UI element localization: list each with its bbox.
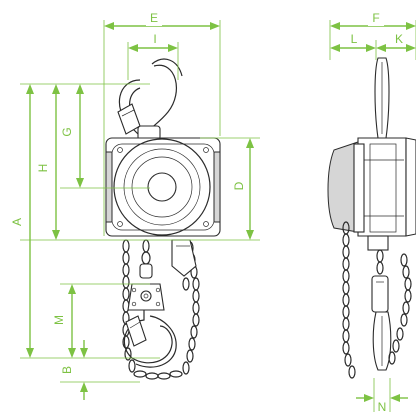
label-A: A bbox=[10, 218, 24, 226]
label-L: L bbox=[351, 32, 358, 46]
extension-lines bbox=[20, 20, 416, 412]
dimension-F: F bbox=[330, 11, 416, 30]
bottom-hook bbox=[123, 310, 177, 368]
label-K: K bbox=[395, 32, 403, 46]
label-E: E bbox=[150, 11, 158, 25]
hoist-body bbox=[105, 137, 221, 237]
dimension-H: H bbox=[36, 84, 60, 240]
dimension-G: G bbox=[60, 84, 84, 188]
dimension-N: N bbox=[356, 394, 408, 412]
load-chain bbox=[122, 239, 200, 380]
bottom-block bbox=[127, 283, 165, 311]
label-H: H bbox=[36, 164, 50, 173]
side-body bbox=[327, 137, 416, 251]
side-hand-chain bbox=[342, 221, 356, 379]
label-G: G bbox=[60, 127, 74, 136]
dimension-A: A bbox=[10, 84, 34, 358]
top-hook bbox=[117, 58, 183, 141]
label-D: D bbox=[232, 181, 246, 190]
dimension-K: K bbox=[376, 32, 416, 52]
dimension-I: I bbox=[128, 32, 178, 52]
side-view bbox=[327, 57, 416, 379]
dimension-D: D bbox=[232, 138, 254, 240]
dimension-E: E bbox=[104, 11, 220, 30]
dimension-B: B bbox=[60, 340, 88, 400]
dimension-M: M bbox=[52, 284, 76, 358]
label-F: F bbox=[372, 11, 379, 25]
label-I: I bbox=[153, 32, 156, 46]
dimension-L: L bbox=[330, 32, 376, 52]
front-view bbox=[105, 58, 221, 380]
center-chain bbox=[139, 239, 153, 279]
label-M: M bbox=[52, 315, 66, 325]
label-B: B bbox=[60, 366, 74, 374]
label-N: N bbox=[378, 400, 387, 412]
side-load-chain bbox=[371, 249, 412, 371]
